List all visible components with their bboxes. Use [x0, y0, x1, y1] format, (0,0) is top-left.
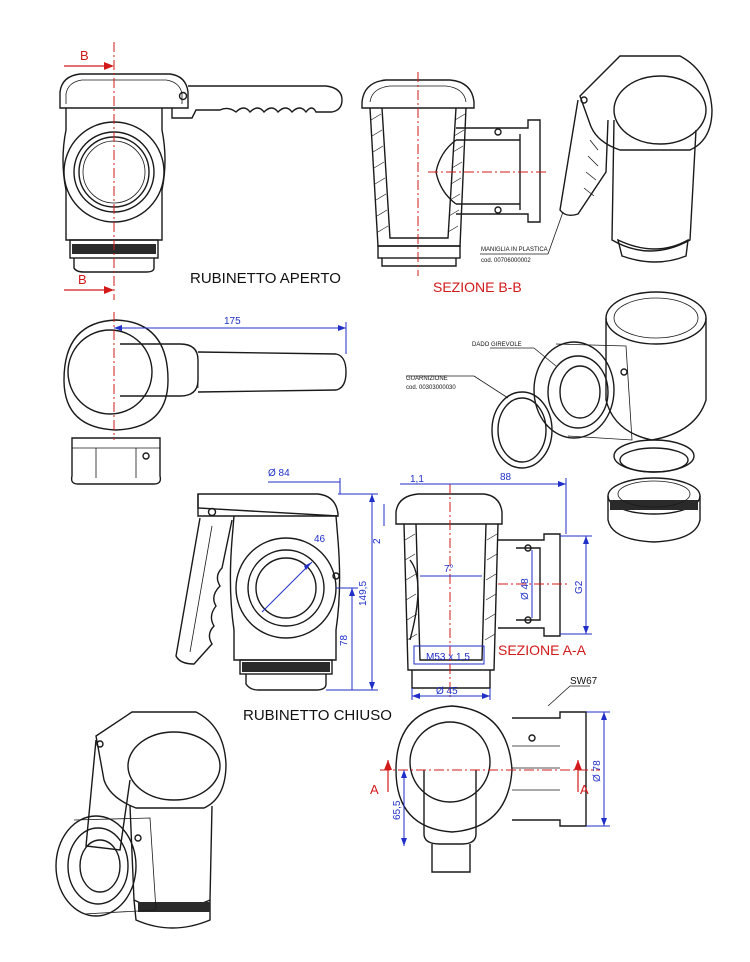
dim-axis-height: 78	[339, 634, 350, 646]
note-gasket-2: cod. 00303000030	[406, 385, 456, 391]
dim-bottom-thread: M53 x 1,5	[426, 652, 470, 663]
view-exploded: DADO GIREVOLE GUARNIZIONE cod. 003030000…	[406, 291, 707, 543]
view-section-bb	[361, 72, 548, 276]
label-sw67: SW67	[570, 676, 598, 687]
section-mark-b-bottom: B	[78, 272, 87, 287]
view-closed-tap-top: A A Ø 78 65,5 SW67	[370, 676, 610, 873]
view-open-tap-top: 175	[63, 312, 347, 485]
note-handle-1: MANIGLIA IN PLASTICA	[481, 247, 548, 253]
dim-bottom-diameter: Ø 45	[436, 686, 458, 697]
view-iso-closed	[55, 711, 227, 929]
dim-side-diameter: Ø 78	[592, 760, 603, 782]
view-open-tap-front: B B	[59, 42, 343, 300]
section-mark-a-left: A	[370, 782, 379, 797]
note-handle-2: cod. 00706000002	[481, 258, 531, 264]
dim-outlet-reach: 88	[500, 472, 512, 483]
note-gasket-1: GUARNIZIONE	[406, 376, 448, 382]
dim-side-height: 65,5	[392, 800, 403, 820]
view-iso-handle: MANIGLIA IN PLASTICA cod. 00706000002	[480, 55, 713, 264]
section-mark-a-right: A	[580, 782, 589, 797]
dim-total-height: 149,5	[358, 581, 369, 606]
label-closed-tap: RUBINETTO CHIUSO	[243, 707, 392, 724]
dim-outlet-thread: G2	[574, 580, 585, 594]
dim-top-diameter: Ø 84	[268, 468, 290, 479]
section-mark-b-top: B	[80, 48, 89, 63]
label-section-bb: SEZIONE B-B	[433, 279, 522, 295]
label-section-aa: SEZIONE A-A	[498, 642, 587, 658]
dim-outlet-inner: Ø 48	[520, 578, 531, 600]
label-open-tap: RUBINETTO APERTO	[190, 270, 341, 287]
dim-offset-1-1: 1,1	[410, 474, 424, 485]
dim-bore: 46	[314, 534, 326, 545]
view-closed-tap-front: Ø 84 46 149,5 78 2	[175, 468, 385, 691]
dim-taper: 7°	[444, 564, 454, 575]
dim-handle-length: 175	[224, 316, 241, 327]
view-section-aa: 88 1,1 7° Ø 48 G2 M53 x 1,5 Ø 45	[395, 472, 592, 700]
dim-offset-2: 2	[372, 538, 383, 544]
note-nut: DADO GIREVOLE	[472, 342, 522, 348]
